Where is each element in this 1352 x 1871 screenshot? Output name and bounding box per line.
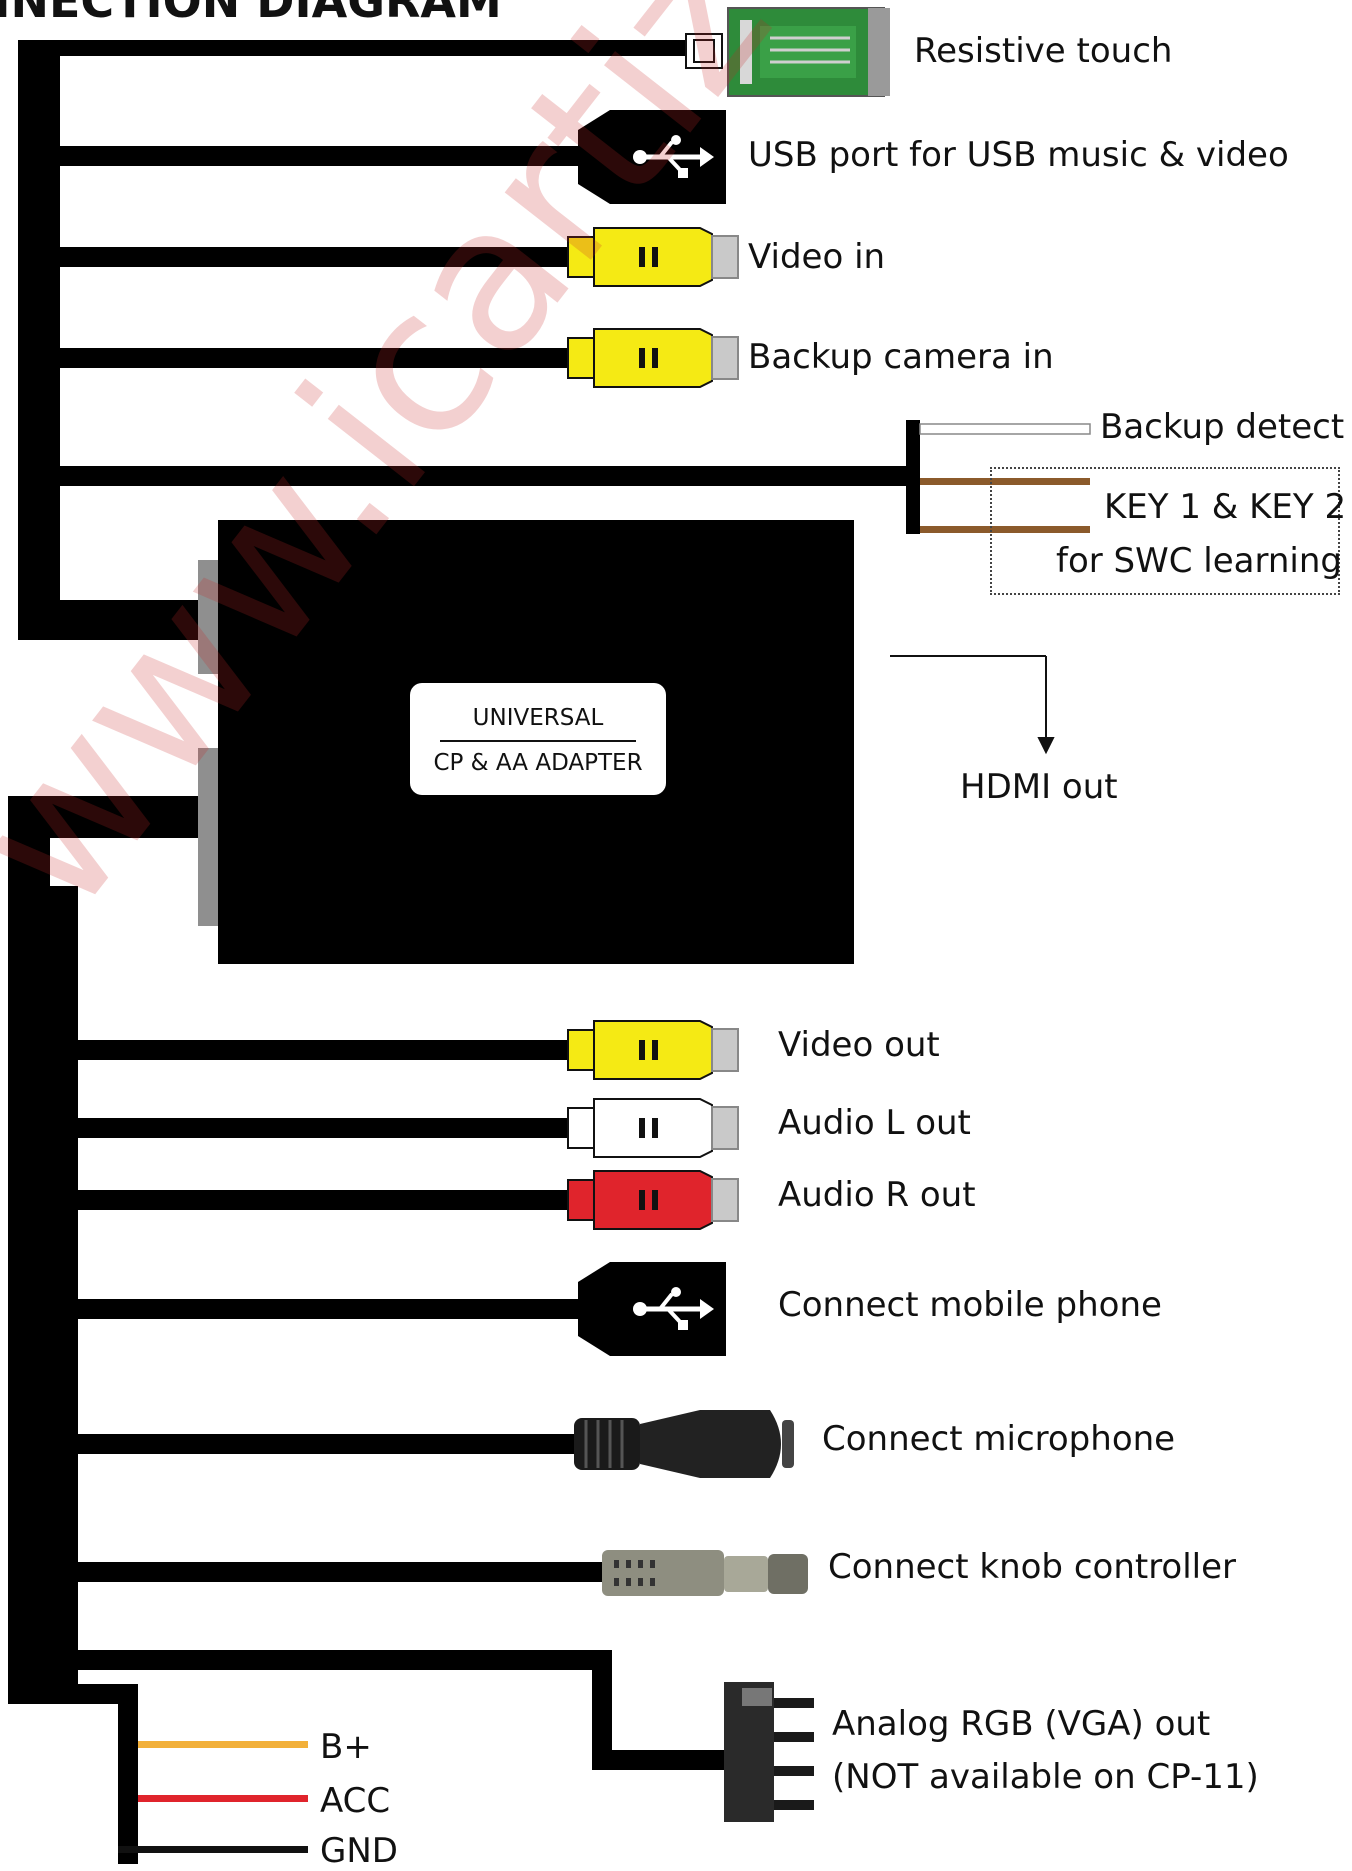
label-gnd: GND xyxy=(320,1831,398,1871)
module-label-line-1: UNIVERSAL xyxy=(472,705,604,731)
label-video-in: Video in xyxy=(748,237,886,277)
backup-camera-rca-plug-icon xyxy=(567,328,739,388)
audio-r-out-rca-plug-icon xyxy=(567,1170,739,1230)
label-connect-knob-controller: Connect knob controller xyxy=(828,1547,1237,1587)
module-label: UNIVERSAL CP & AA ADAPTER xyxy=(410,683,666,795)
label-connect-mobile-phone: Connect mobile phone xyxy=(778,1285,1162,1325)
hdmi-out-arrow xyxy=(890,655,1055,755)
power-wires xyxy=(118,1741,308,1853)
microphone-jack-icon xyxy=(574,1410,794,1478)
backup-detect-wire xyxy=(906,420,1091,534)
module-label-rule xyxy=(440,740,636,742)
swc-callout-box xyxy=(990,467,1340,595)
knob-controller-connector-icon xyxy=(602,1550,808,1596)
label-video-out: Video out xyxy=(778,1025,940,1065)
label-backup-camera-in: Backup camera in xyxy=(748,337,1054,377)
vga-connector-icon xyxy=(724,1682,814,1822)
mobile-phone-usb-icon xyxy=(578,1262,726,1356)
label-not-available-note: (NOT available on CP-11) xyxy=(832,1757,1259,1797)
label-backup-detect: Backup detect xyxy=(1100,407,1345,447)
module-label-line-2: CP & AA ADAPTER xyxy=(433,750,643,776)
label-analog-rgb-out: Analog RGB (VGA) out xyxy=(832,1704,1211,1744)
video-out-rca-plug-icon xyxy=(567,1020,739,1080)
label-b-plus: B+ xyxy=(320,1727,372,1767)
upper-harness xyxy=(18,40,906,640)
video-in-rca-plug-icon xyxy=(567,227,739,287)
audio-l-out-rca-plug-icon xyxy=(567,1098,739,1158)
diagram-title: NNECTION DIAGRAM xyxy=(0,0,502,28)
key-wires xyxy=(920,478,1090,533)
label-acc: ACC xyxy=(320,1781,391,1821)
label-connect-microphone: Connect microphone xyxy=(822,1419,1176,1459)
label-audio-r-out: Audio R out xyxy=(778,1175,976,1215)
resistive-touch-connector-icon xyxy=(685,7,890,97)
label-usb-port: USB port for USB music & video xyxy=(748,135,1289,175)
lower-harness xyxy=(8,796,724,1864)
usb-port-icon xyxy=(578,110,726,204)
label-audio-l-out: Audio L out xyxy=(778,1103,971,1143)
label-key-line-1: KEY 1 & KEY 2 xyxy=(1104,487,1347,527)
label-resistive-touch: Resistive touch xyxy=(914,31,1173,71)
label-key-line-2: for SWC learning xyxy=(1056,541,1343,581)
label-hdmi-out: HDMI out xyxy=(960,767,1118,807)
